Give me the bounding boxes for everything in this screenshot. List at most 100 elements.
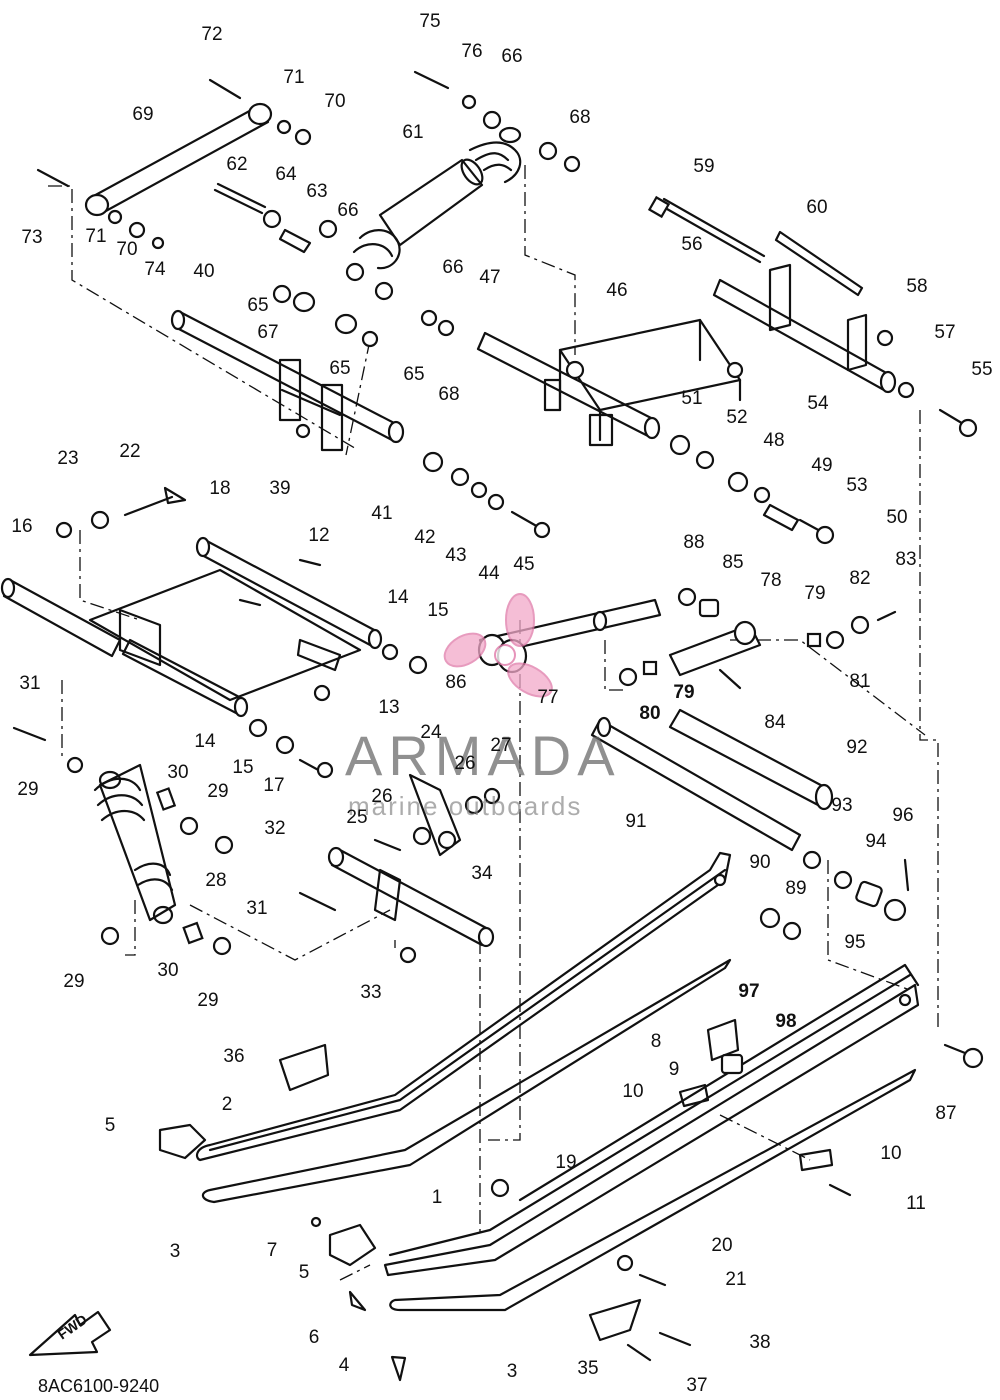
part-callout-15: 15 (232, 757, 253, 778)
part-callout-85: 85 (722, 552, 743, 573)
part-callout-5: 5 (105, 1115, 116, 1136)
part-callout-71: 71 (85, 226, 106, 247)
part-callout-3: 3 (507, 1361, 518, 1382)
part-callout-79: 79 (804, 583, 825, 604)
part-callout-71: 71 (283, 67, 304, 88)
part-callout-2: 2 (222, 1094, 233, 1115)
part-callout-55: 55 (971, 359, 992, 380)
part-callout-29: 29 (63, 971, 84, 992)
part-callout-75: 75 (419, 11, 440, 32)
part-callout-32: 32 (264, 818, 285, 839)
part-callout-91: 91 (625, 811, 646, 832)
part-callout-86: 86 (445, 672, 466, 693)
part-callout-50: 50 (886, 507, 907, 528)
part-callout-89: 89 (785, 878, 806, 899)
part-callout-7: 7 (267, 1240, 278, 1261)
part-callout-31: 31 (246, 898, 267, 919)
part-callout-90: 90 (749, 852, 770, 873)
part-callout-40: 40 (193, 261, 214, 282)
part-callout-28: 28 (205, 870, 226, 891)
part-callout-47: 47 (479, 267, 500, 288)
pivot-bolts-and-nuts (12, 486, 428, 956)
part-callout-29: 29 (207, 781, 228, 802)
part-callout-17: 17 (263, 775, 284, 796)
diagram-code: 8AC6100-9240 (38, 1376, 159, 1396)
part-callout-34: 34 (471, 863, 493, 884)
part-callout-59: 59 (693, 156, 714, 177)
part-callout-29: 29 (197, 990, 218, 1011)
upper-links-and-rods (36, 70, 897, 452)
part-callout-22: 22 (119, 441, 140, 462)
part-callout-58: 58 (906, 276, 927, 297)
part-callout-92: 92 (846, 737, 867, 758)
front-shock-absorber (93, 763, 177, 925)
part-callout-62: 62 (226, 154, 247, 175)
part-callout-48: 48 (763, 430, 784, 451)
front-pivot-arm-assembly (0, 536, 383, 718)
part-callout-4: 4 (339, 1355, 350, 1376)
part-callout-18: 18 (209, 478, 230, 499)
part-callout-23: 23 (57, 448, 78, 469)
part-callout-10: 10 (880, 1143, 901, 1164)
part-callout-15: 15 (427, 600, 448, 621)
part-callout-39: 39 (269, 478, 290, 499)
part-callout-38: 38 (749, 1332, 770, 1353)
part-callout-68: 68 (569, 107, 590, 128)
part-callout-79: 79 (673, 682, 694, 703)
rail-hardware (158, 1018, 984, 1382)
part-callout-26: 26 (454, 753, 475, 774)
part-callout-56: 56 (681, 234, 702, 255)
part-callout-29: 29 (17, 779, 38, 800)
part-callout-96: 96 (892, 805, 913, 826)
part-callout-95: 95 (844, 932, 865, 953)
part-callout-1: 1 (432, 1187, 443, 1208)
part-callout-45: 45 (513, 554, 534, 575)
part-callout-44: 44 (478, 563, 500, 584)
part-callout-82: 82 (849, 568, 870, 589)
part-callout-76: 76 (461, 41, 482, 62)
part-callout-24: 24 (420, 722, 442, 743)
part-callout-37: 37 (686, 1375, 707, 1396)
part-callout-43: 43 (445, 545, 466, 566)
rear-shock-absorber (345, 126, 522, 282)
part-callout-66: 66 (337, 200, 358, 221)
part-callout-20: 20 (711, 1235, 732, 1256)
part-callout-6: 6 (309, 1327, 320, 1348)
part-callout-66: 66 (442, 257, 463, 278)
part-callout-78: 78 (760, 570, 781, 591)
part-callout-52: 52 (726, 407, 747, 428)
slide-rails (195, 851, 920, 1312)
part-callout-64: 64 (275, 164, 297, 185)
part-callout-27: 27 (490, 735, 511, 756)
assembly-reference-lines (48, 165, 939, 1281)
part-callout-46: 46 (606, 280, 627, 301)
part-callout-60: 60 (806, 197, 827, 218)
fwd-label: FWD (55, 1311, 90, 1342)
part-callout-25: 25 (346, 807, 367, 828)
part-callout-97: 97 (738, 981, 759, 1002)
part-callout-26: 26 (371, 786, 392, 807)
part-callout-88: 88 (683, 532, 704, 553)
upper-bushings-washers (107, 94, 978, 545)
part-callout-70: 70 (324, 91, 345, 112)
part-callout-3: 3 (170, 1241, 181, 1262)
part-callout-30: 30 (157, 960, 178, 981)
armada-watermark: ARMADA marine outboards (345, 593, 621, 821)
part-callout-35: 35 (577, 1358, 598, 1379)
part-callout-16: 16 (11, 516, 32, 537)
part-callout-33: 33 (360, 982, 381, 1003)
part-callout-11: 11 (906, 1193, 926, 1214)
part-callout-36: 36 (223, 1046, 244, 1067)
part-callout-87: 87 (935, 1103, 956, 1124)
part-callout-13: 13 (378, 697, 399, 718)
part-callout-74: 74 (144, 259, 166, 280)
part-callout-65: 65 (329, 358, 350, 379)
part-callout-53: 53 (846, 475, 867, 496)
part-callout-80: 80 (639, 703, 660, 724)
part-callout-51: 51 (681, 388, 702, 409)
part-callout-14: 14 (387, 587, 409, 608)
part-callout-41: 41 (371, 503, 392, 524)
part-callout-9: 9 (669, 1059, 680, 1080)
part-callout-72: 72 (201, 24, 222, 45)
watermark-title: ARMADA (345, 724, 621, 787)
